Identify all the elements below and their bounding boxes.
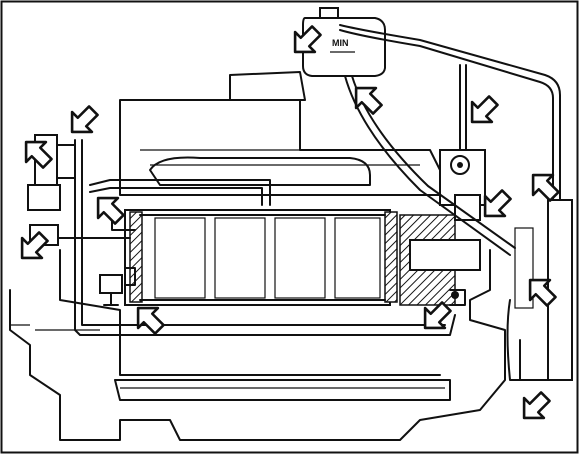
tank-overflow-hose (339, 24, 561, 201)
expansion-tank (302, 17, 386, 77)
engine-block-outline (9, 249, 506, 441)
cylinder-4 (334, 217, 381, 299)
flow-arrow-3 (60, 99, 105, 144)
heater-return-pipe (74, 139, 456, 336)
intake-manifold (149, 156, 371, 186)
tank-min-label: MIN (332, 38, 349, 48)
heater-feed-pipe (89, 179, 271, 206)
cylinder-3 (274, 217, 326, 299)
rocker-cover-top (229, 71, 306, 101)
block-rear-housing (59, 249, 441, 376)
oil-sump (114, 379, 451, 401)
flow-arrow-13 (512, 385, 557, 430)
cylinder-2 (214, 217, 266, 299)
radiator (547, 199, 573, 381)
flow-arrow-8 (460, 89, 505, 134)
cylinder-block (124, 209, 391, 306)
drain-tap (99, 274, 123, 294)
valve-cover (119, 99, 441, 196)
tank-feed-hose (344, 75, 511, 256)
cylinder-1 (154, 217, 206, 299)
pump-shaft (409, 239, 481, 271)
radiator-core (514, 227, 534, 309)
tank-cap (319, 7, 339, 19)
